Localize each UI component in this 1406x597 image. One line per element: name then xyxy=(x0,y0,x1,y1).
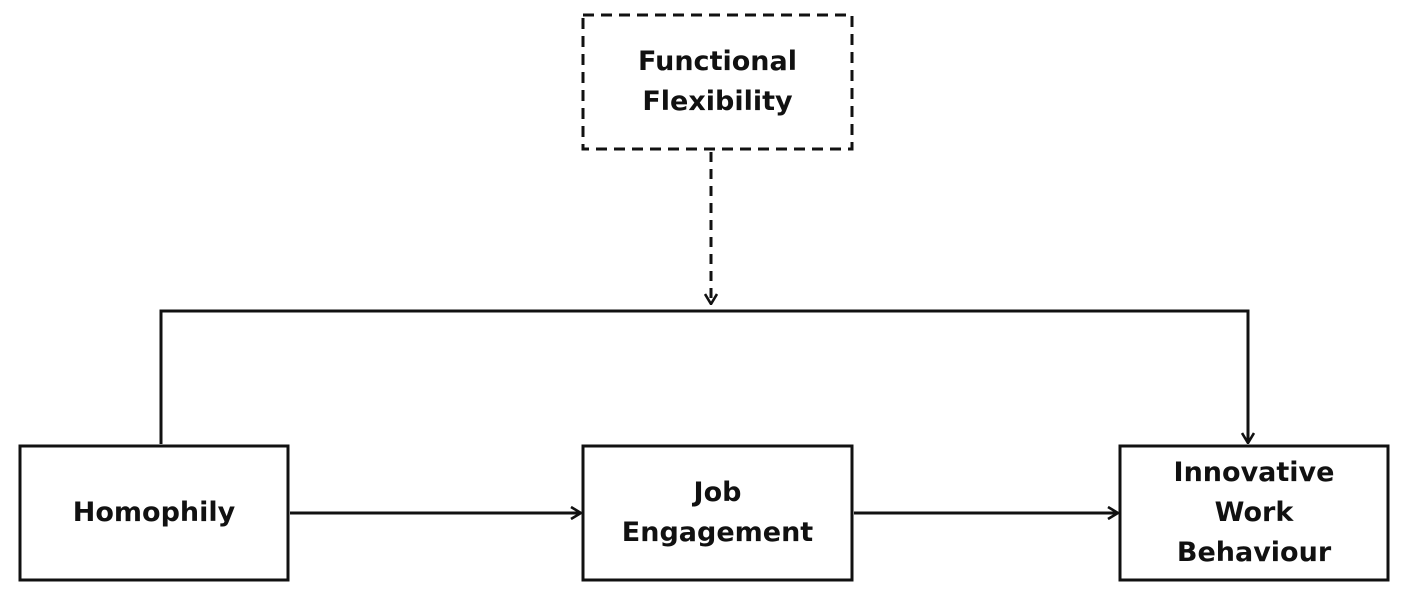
iwb-label-line-1: Innovative xyxy=(1173,457,1335,488)
iwb-label-line-2: Work xyxy=(1214,497,1294,528)
moderator-label-line-1: Functional xyxy=(638,46,797,77)
job-engagement-box xyxy=(581,444,854,582)
job-engagement-label-line-1: Job xyxy=(693,477,742,508)
innovative-work-behaviour-box xyxy=(1118,444,1390,582)
homophily-box xyxy=(18,444,290,582)
direct-effect-path xyxy=(159,309,1248,444)
job-engagement-label: Job Engagement xyxy=(583,446,852,580)
innovative-work-behaviour-label: Innovative Work Behaviour xyxy=(1120,446,1388,580)
moderator-label: Functional Flexibility xyxy=(583,15,852,149)
moderator-label-line-2: Flexibility xyxy=(642,86,793,117)
moderator-box xyxy=(581,13,854,151)
homophily-label-line-1: Homophily xyxy=(72,497,236,528)
job-engagement-label-line-2: Engagement xyxy=(621,517,814,548)
iwb-label-line-3: Behaviour xyxy=(1176,537,1332,568)
homophily-label: Homophily xyxy=(20,446,288,580)
